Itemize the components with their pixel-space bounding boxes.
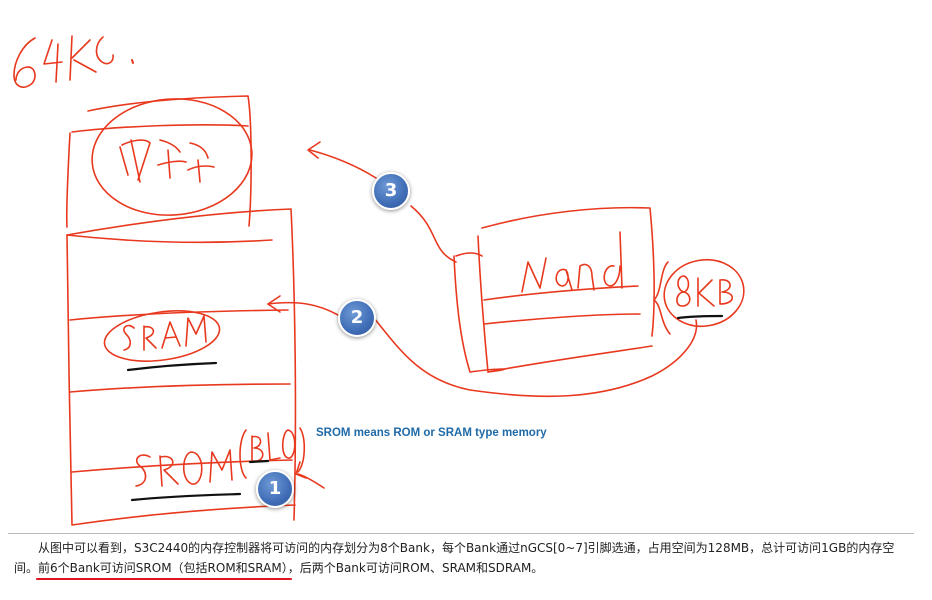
nand-box-outline	[477, 206, 655, 373]
upper-box-outline	[87, 95, 252, 227]
step-badge-1: 1	[256, 470, 294, 508]
sram-scribble	[123, 315, 207, 351]
nand-scribble	[521, 231, 623, 293]
caption-line-2-start: 间。	[14, 561, 39, 575]
stack-outline	[66, 208, 297, 526]
size-scribble	[676, 275, 734, 307]
arrow-3	[309, 149, 457, 263]
step-badge-2: 2	[338, 299, 376, 337]
bl0-underline	[248, 459, 270, 464]
title-scribble	[13, 35, 114, 88]
caption-line-1: 从图中可以看到，S3C2440的内存控制器将可访问的内存划分为8个Bank，每个…	[38, 541, 895, 555]
srom-underline	[130, 492, 242, 502]
srom-note: SROM means ROM or SRAM type memory	[316, 427, 547, 439]
top-box-scribble	[119, 139, 215, 183]
arrow-1	[295, 461, 325, 489]
caption-highlight: 前6个Bank可访问SROM（包括ROM和SRAM）	[38, 561, 288, 575]
srom-scribble	[135, 427, 306, 487]
sram-underline	[126, 361, 218, 372]
caption-line-2: 间。前6个Bank可访问SROM（包括ROM和SRAM），后两个Bank可访问R…	[14, 558, 908, 578]
caption-line-2-end: ，后两个Bank可访问ROM、SRAM和SDRAM。	[287, 561, 544, 575]
caption-paragraph: 从图中可以看到，S3C2440的内存控制器将可访问的内存划分为8个Bank，每个…	[8, 533, 914, 583]
step-badge-3: 3	[372, 172, 410, 210]
8kb-underline	[676, 314, 724, 320]
arrow-2	[267, 301, 339, 316]
